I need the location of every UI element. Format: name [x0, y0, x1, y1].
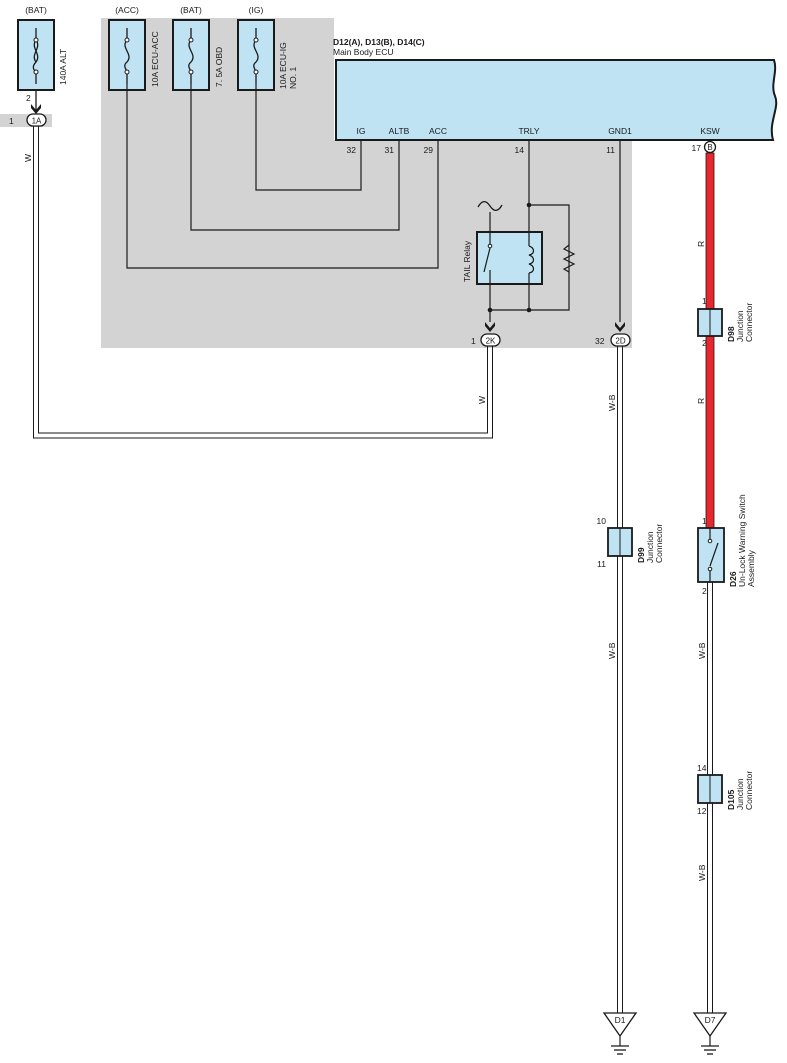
wire-color-label: R [696, 241, 706, 247]
wire-color-label: W-B [607, 642, 617, 659]
switch-line2: Assembly [746, 549, 756, 587]
junction-line1: Junction [645, 531, 655, 563]
connector-pin: 1 [471, 336, 476, 346]
ecu-pin-label-acc: ACC [429, 126, 447, 136]
wire-wb-d26 [707, 582, 713, 1013]
ecu-connector-b-label: B [707, 143, 712, 152]
junction-pin-bottom: 2 [702, 338, 707, 348]
wire-color-label: W-B [697, 864, 707, 881]
wire-w [33, 126, 493, 439]
relay-name: TAIL Relay [462, 240, 472, 282]
ecu-name: Main Body ECU [333, 47, 393, 57]
switch-code: D26 [728, 571, 738, 587]
junction-line2: Connector [744, 303, 754, 342]
ecu-pin-num-acc: 29 [424, 145, 434, 155]
ecu-pin-num-ig: 32 [347, 145, 357, 155]
fuse-pin: 2 [26, 93, 31, 103]
fuse-source-label: (IG) [249, 5, 264, 15]
fuse-source-label: (BAT) [180, 5, 202, 15]
connector-1a: 1 1A [9, 104, 47, 127]
ecu-pin-label-ig: IG [357, 126, 366, 136]
connector-pin: 1 [9, 116, 14, 126]
main-body-ecu: D12(A), D13(B), D14(C) Main Body ECU IG … [333, 37, 778, 155]
wire-wb-gnd1 [617, 346, 623, 1013]
fuse-source-label: (ACC) [115, 5, 139, 15]
ground-label: D7 [705, 1015, 716, 1025]
junction-pin-top: 1 [702, 296, 707, 306]
junction-code: D98 [726, 326, 736, 342]
fuse-name: 7. 5A OBD [214, 47, 224, 87]
ecu-pin-label-gnd1: GND1 [608, 126, 632, 136]
fuse-name: 10A ECU-IG [278, 42, 288, 89]
fuse-7-5a-obd: (BAT) 7. 5A OBD [172, 5, 224, 91]
fuse-name-line2: NO. 1 [288, 67, 298, 89]
switch-line1: Un-Lock Warning Switch [737, 494, 747, 587]
junction-pin-bottom: 12 [697, 806, 707, 816]
ground-d7: D7 [692, 1012, 728, 1055]
ecu-pin-num-altb: 31 [385, 145, 395, 155]
fuse-10a-ecu-ig: (IG) 10A ECU-IG NO. 1 [237, 5, 298, 91]
connector-pin: 32 [595, 336, 605, 346]
junction-pin-bottom: 11 [597, 559, 606, 569]
ground-label: D1 [615, 1015, 626, 1025]
fuse-10a-ecu-acc: (ACC) 10A ECU-ACC [108, 5, 160, 91]
wire-color-label: W-B [607, 394, 617, 411]
ecu-connector-b [703, 140, 717, 154]
ecu-pin-num-trly: 14 [515, 145, 525, 155]
ecu-pin-num-ksw: 17 [692, 143, 702, 153]
fuse-source-label: (BAT) [25, 5, 47, 15]
junction-code: D105 [726, 789, 736, 810]
wire-color-label: R [696, 398, 706, 404]
junction-code: D99 [636, 547, 646, 563]
wire-color-label: W-B [697, 642, 707, 659]
switch-d26: 1 2 D26 Un-Lock Warning Switch Assembly [697, 494, 756, 596]
fuse-140a-alt: (BAT) 140A ALT 2 [17, 5, 68, 112]
junction-line1: Junction [735, 310, 745, 342]
junction-pin-top: 14 [697, 763, 707, 773]
ecu-pin-num-gnd1: 11 [606, 145, 615, 155]
connector-2d: 32 2D [595, 322, 631, 347]
connector-id: 2D [615, 337, 625, 346]
junction-pin-top: 10 [597, 516, 607, 526]
tail-relay: TAIL Relay [462, 200, 576, 313]
ecu-pin-label-altb: ALTB [389, 126, 410, 136]
junction-line1: Junction [735, 778, 745, 810]
connector-id: 1A [32, 117, 42, 126]
switch-pin-top: 1 [702, 516, 707, 526]
junction-d99: 10 11 D99 Junction Connector [597, 516, 664, 569]
junction-d98: 1 2 D98 Junction Connector [697, 296, 754, 348]
ecu-pin-label-trly: TRLY [518, 126, 539, 136]
ecu-code: D12(A), D13(B), D14(C) [333, 37, 425, 47]
switch-pin-bottom: 2 [702, 586, 707, 596]
fuse-name: 10A ECU-ACC [150, 31, 160, 87]
ecu-pin-label-ksw: KSW [700, 126, 719, 136]
connector-id: 2K [486, 337, 496, 346]
junction-line2: Connector [744, 771, 754, 810]
wire-r-ksw [705, 152, 715, 529]
wire-color-label: W [23, 154, 33, 162]
wire-color-label: W [477, 396, 487, 404]
junction-d105: 14 12 D105 Junction Connector [697, 763, 754, 816]
fuse-name: 140A ALT [58, 49, 68, 85]
ground-d1: D1 [602, 1012, 638, 1055]
connector-2k: 1 2K [471, 322, 501, 347]
junction-line2: Connector [654, 524, 664, 563]
